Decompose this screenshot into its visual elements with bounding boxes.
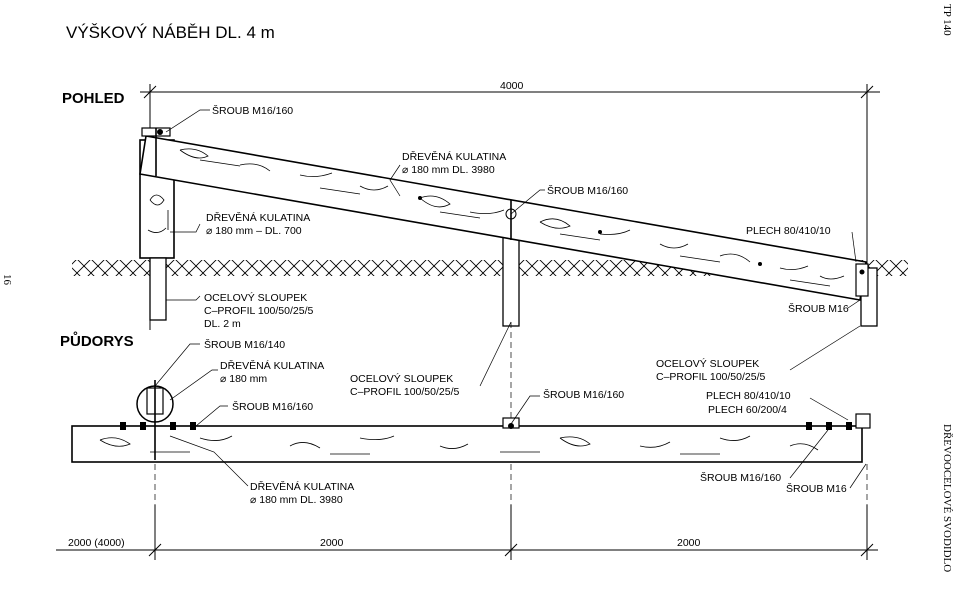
label-bolt-m16-right: ŠROUB M16 [788,302,849,315]
steel-post-mid [502,235,520,327]
sloped-log [139,135,867,301]
label-log-short-2: ⌀ 180 mm – DL. 700 [206,225,302,237]
label-bolt-bottom-right: ŠROUB M16/160 [700,471,781,484]
leader-bolt-plan-mid [510,395,540,425]
page-number: 16 [1,274,13,286]
leader-log-plan [169,369,218,401]
leader-log-bottom [169,435,249,487]
label-post-right-1: OCELOVÝ SLOUPEK [656,357,759,370]
dimension-bottom: 2000 (4000) 2000 2000 [56,505,878,560]
label-plate-end: PLECH 80/410/10 [746,225,831,237]
leader-plate-right [809,397,849,421]
label-post-mid-2: C–PROFIL 100/50/25/5 [350,386,460,398]
label-log-bottom-2: ⌀ 180 mm DL. 3980 [250,494,343,506]
section-name: DŘEVOOCELOVÉ SVODIDLO [941,424,953,572]
leader-bolt-m16-bottom [849,463,867,489]
view-label-pohled: POHLED [62,90,125,107]
label-post-1: OCELOVÝ SLOUPEK [204,291,307,304]
view-label-pudorys: PŮDORYS [60,331,134,350]
label-plate-right-2: PLECH 60/200/4 [708,404,787,416]
label-bolt-plan-left: ŠROUB M16/160 [232,400,313,413]
label-bolt-m16-bottom: ŠROUB M16 [786,482,847,495]
leader-bolt-bottom-right [789,429,829,479]
dim-bottom-mid: 2000 [320,537,344,549]
plan-right-end [806,413,871,430]
bolt-top-left [141,127,171,176]
leader-bolt-top [165,109,210,133]
leader-log-long [389,164,401,197]
dim-bottom-left: 2000 (4000) [68,537,125,549]
leader-post-right [789,325,861,371]
label-bolt-top: ŠROUB M16/160 [212,104,293,117]
label-post-2: C–PROFIL 100/50/25/5 [204,305,314,317]
plan-left-joint [136,380,174,460]
label-log-short-1: DŘEVĚNÁ KULATINA [206,211,310,224]
plate-end-elevation [855,263,869,297]
label-post-right-2: C–PROFIL 100/50/25/5 [656,371,766,383]
label-post-3: DL. 2 m [204,318,241,330]
page-title: VÝŠKOVÝ NÁBĚH DL. 4 m [66,23,275,42]
document-code: TP 140 [941,4,953,36]
leader-bolt-plan-left [195,405,228,427]
label-bolt-140: ŠROUB M16/140 [204,338,285,351]
leader-bolt-mid [510,189,545,215]
label-log-bottom-1: DŘEVĚNÁ KULATINA [250,480,354,493]
leader-post [166,295,201,301]
leader-bolt-m16 [847,299,861,309]
leader-bolt-140 [154,343,200,387]
plan-bolts-left [120,422,196,430]
label-plate-right-1: PLECH 80/410/10 [706,390,791,402]
label-log-plan-2: ⌀ 180 mm [220,373,267,385]
plan-log [71,425,863,463]
label-post-mid-1: OCELOVÝ SLOUPEK [350,372,453,385]
label-log-plan-1: DŘEVĚNÁ KULATINA [220,359,324,372]
leader-plate-end [851,231,857,263]
label-log-long-1: DŘEVĚNÁ KULATINA [402,150,506,163]
dim-top-length: 4000 [500,80,524,92]
label-log-long-2: ⌀ 180 mm DL. 3980 [402,164,495,176]
steel-post-left [149,257,167,321]
leader-log-short [170,223,201,233]
label-bolt-plan-mid: ŠROUB M16/160 [543,388,624,401]
label-bolt-mid: ŠROUB M16/160 [547,184,628,197]
leader-post-mid [479,321,512,387]
dim-bottom-right: 2000 [677,537,701,549]
dimension-top: 4000 [140,80,880,330]
